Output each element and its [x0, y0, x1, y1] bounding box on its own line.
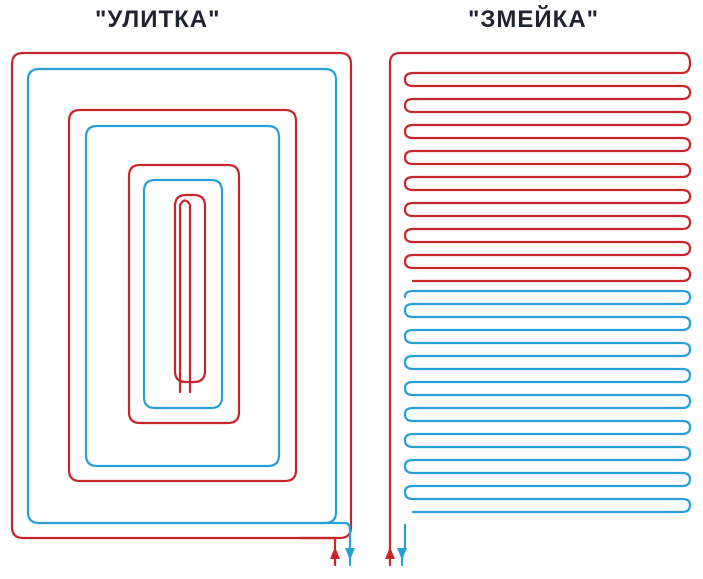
- serpentine-pipe-layout: [388, 51, 692, 567]
- return-arrow-icon: [345, 548, 355, 560]
- return-loop: [84, 124, 281, 468]
- return-feed: [400, 523, 407, 567]
- return-serpentine-cap: [403, 289, 415, 299]
- supply-arrow-icon: [385, 547, 395, 559]
- supply-loop: [67, 108, 298, 483]
- supply-loop: [10, 51, 353, 540]
- flow-arrows: [330, 547, 407, 560]
- supply-arrow-icon: [330, 547, 340, 559]
- return-loop: [142, 178, 224, 410]
- return-loop: [26, 67, 338, 525]
- return-arrow-icon: [397, 548, 407, 560]
- return-serpentine: [403, 289, 692, 514]
- return-feed: [318, 521, 352, 567]
- spiral-title: "УЛИТКА": [95, 6, 221, 33]
- supply-serpentine: [388, 51, 692, 567]
- core-loop: [178, 199, 192, 394]
- spiral-pipe-layout: [10, 51, 353, 567]
- supply-loop: [173, 193, 207, 384]
- supply-loop: [127, 163, 241, 425]
- serpentine-title: "ЗМЕЙКА": [468, 6, 600, 33]
- supply-feed: [298, 536, 337, 567]
